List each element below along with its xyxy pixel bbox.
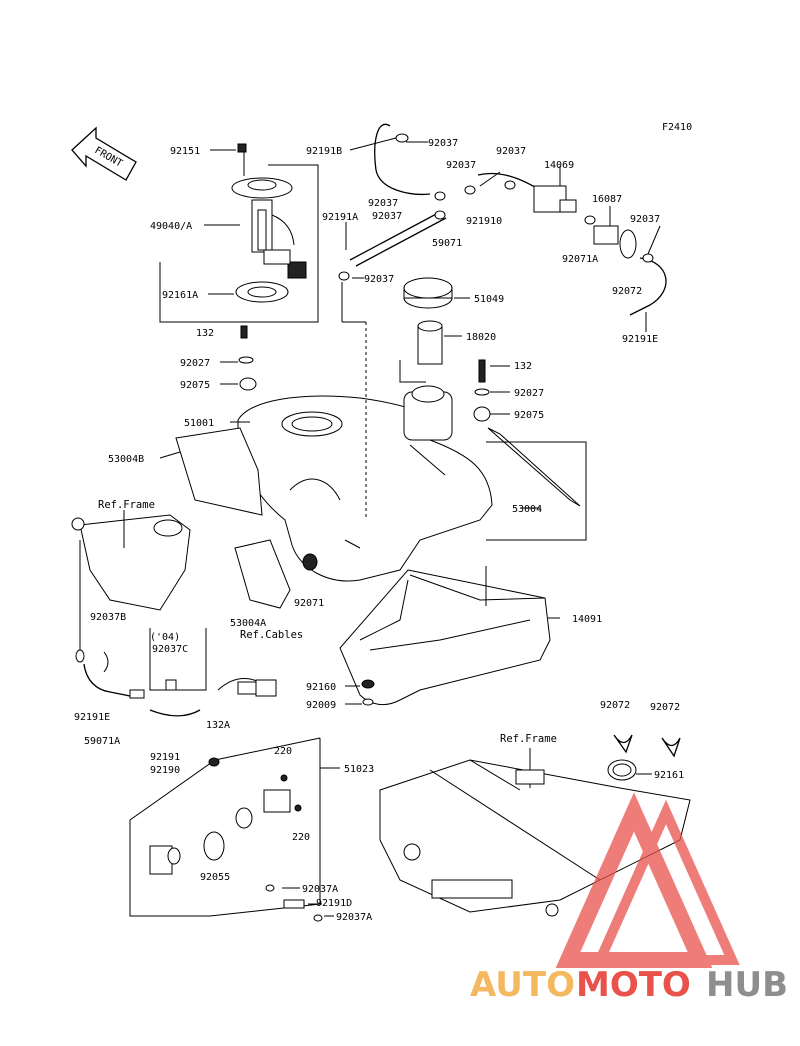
- watermark-auto: AUTO: [470, 965, 575, 1005]
- hose-clamps-right: [607, 734, 681, 781]
- label-92075-left: 92075: [180, 380, 210, 391]
- label-92075-right: 92075: [514, 410, 544, 421]
- label-92191E-right: 92191E: [622, 334, 658, 345]
- label-92037-g: 92037: [364, 274, 394, 285]
- label-92037A-b: 92037A: [336, 912, 372, 923]
- label-92191: 92191: [150, 752, 180, 763]
- mount-hardware-left: [238, 325, 257, 391]
- label-92072-b: 92072: [650, 702, 680, 713]
- fuel-pump-assembly: [159, 143, 319, 323]
- label-14091: 14091: [572, 614, 602, 625]
- year-note: ('04): [150, 632, 180, 643]
- watermark-hub: HUB: [706, 965, 788, 1005]
- label-921910: 921910: [466, 216, 502, 227]
- pad-53004B: [175, 427, 263, 516]
- label-220-a: 220: [274, 746, 292, 757]
- label-92037-d: 92037: [446, 160, 476, 171]
- label-92037C: 92037C: [152, 644, 188, 655]
- label-92037-b: 92037: [368, 198, 398, 209]
- pad-53004A: [234, 539, 291, 609]
- label-92191E-left: 92191E: [74, 712, 110, 723]
- fuel-tank-tray: [339, 566, 560, 706]
- label-92161: 92161: [654, 770, 684, 781]
- label-132-right: 132: [514, 361, 532, 372]
- label-53004: 53004: [512, 504, 542, 515]
- label-92037-a: 92037: [428, 138, 458, 149]
- watermark-text: AUTO MOTO HUB: [470, 965, 788, 1005]
- label-92151: 92151: [170, 146, 200, 157]
- label-92037-f: 92037: [630, 214, 660, 225]
- label-51001: 51001: [184, 418, 214, 429]
- label-14069: 14069: [544, 160, 574, 171]
- label-92009: 92009: [306, 700, 336, 711]
- breather-hoses: [338, 123, 667, 520]
- label-92191A: 92191A: [322, 212, 358, 223]
- label-92071: 92071: [294, 598, 324, 609]
- frame-reference-lower: [379, 748, 691, 917]
- label-51023: 51023: [344, 764, 374, 775]
- label-16087: 16087: [592, 194, 622, 205]
- label-18020: 18020: [466, 332, 496, 343]
- label-49040A: 49040/A: [150, 221, 192, 232]
- label-92191B: 92191B: [306, 146, 342, 157]
- fuel-tank: [237, 385, 493, 582]
- label-92190: 92190: [150, 765, 180, 776]
- label-92072-top: 92072: [612, 286, 642, 297]
- label-59071: 59071: [432, 238, 462, 249]
- fuel-cap-and-filler: [399, 277, 470, 383]
- label-92037A-a: 92037A: [302, 884, 338, 895]
- frame-reference-upper: [71, 510, 191, 611]
- label-53004B: 53004B: [108, 454, 144, 465]
- ref-cables: Ref.Cables: [240, 629, 303, 641]
- label-92191D: 92191D: [316, 898, 352, 909]
- label-92071A: 92071A: [562, 254, 598, 265]
- rubber-pad-53004: [486, 427, 587, 541]
- label-92027-right: 92027: [514, 388, 544, 399]
- label-51049: 51049: [474, 294, 504, 305]
- label-92037-c: 92037: [372, 211, 402, 222]
- watermark-logo: [555, 792, 740, 968]
- ref-frame-lower: Ref.Frame: [500, 733, 557, 745]
- ref-frame-upper: Ref.Frame: [98, 499, 155, 511]
- label-92161A: 92161A: [162, 290, 198, 301]
- label-220-b: 220: [292, 832, 310, 843]
- label-59071A: 59071A: [84, 736, 120, 747]
- label-132-left: 132: [196, 328, 214, 339]
- label-92037-e: 92037: [496, 146, 526, 157]
- label-132A: 132A: [206, 720, 230, 731]
- fuel-hoses-left: [75, 540, 277, 717]
- watermark-moto: MOTO: [576, 965, 691, 1005]
- label-92160: 92160: [306, 682, 336, 693]
- label-53004A: 53004A: [230, 618, 266, 629]
- label-92027-left: 92027: [180, 358, 210, 369]
- front-direction-arrow: FRONT: [71, 126, 137, 181]
- figure-code: F2410: [662, 122, 692, 133]
- label-92072-a: 92072: [600, 700, 630, 711]
- mount-hardware-right: [473, 359, 491, 422]
- label-92037B: 92037B: [90, 612, 126, 623]
- fuel-valve-assembly: [129, 737, 323, 922]
- front-label: FRONT: [93, 145, 125, 170]
- label-92055: 92055: [200, 872, 230, 883]
